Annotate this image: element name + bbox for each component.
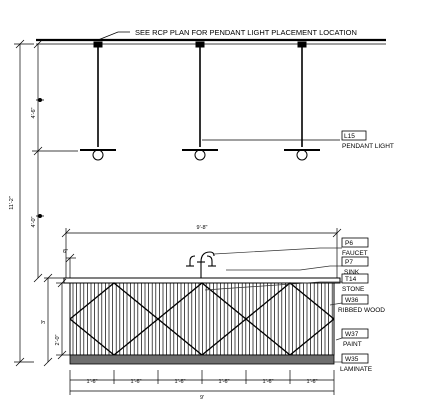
material-leaders [204,247,343,363]
svg-text:FAUCET: FAUCET [342,250,368,257]
pendant-light-2 [182,41,218,161]
dim-segment-3: 1'-6" [175,379,186,385]
bottom-dimensions [69,370,335,395]
faucet [186,251,216,278]
svg-text:PENDANT LIGHT: PENDANT LIGHT [342,143,394,150]
svg-text:L15: L15 [344,133,355,140]
dim-overall-height: 11'-2" [9,196,15,210]
tag-ribbed-wood: W36 RIBBED WOOD [338,294,385,314]
dim-counter-height: 3' [41,320,47,324]
svg-text:PAINT: PAINT [343,341,362,348]
tag-faucet: P6 FAUCET [341,237,369,257]
dim-segment-2: 1'-6" [131,379,142,385]
svg-text:STONE: STONE [342,286,365,293]
dim-segment-6: 1'-6" [307,379,318,385]
svg-text:RIBBED WOOD: RIBBED WOOD [338,307,385,314]
dim-segment-5: 1'-6" [263,379,274,385]
ribbed-wood-panel [69,282,335,356]
tag-sink: P7 SINK [341,256,369,276]
tag-pendant-light: L15 PENDANT LIGHT [341,130,394,150]
tag-laminate: W35 LAMINATE [340,353,373,373]
ceiling-note-leader [97,31,130,41]
laminate-base [69,354,335,365]
svg-text:W37: W37 [345,331,359,338]
ceiling [36,38,386,45]
dim-faucet-height: 6" [63,249,68,255]
left-dimensions [14,39,78,367]
svg-text:P6: P6 [345,240,353,247]
svg-text:T14: T14 [345,276,357,283]
light-fixture-symbols [36,98,44,218]
pendant-light-3 [284,41,320,161]
svg-text:W35: W35 [345,356,359,363]
tag-stone: T14 STONE [341,273,369,293]
svg-text:SINK: SINK [344,269,360,276]
tag-paint: W37 PAINT [341,328,369,348]
svg-text:W36: W36 [345,297,359,304]
dim-pendant-to-counter: 4'-0" [31,216,37,227]
dim-pendant-drop: 4'-6" [31,107,37,118]
dim-overall-width: 9' [200,395,204,401]
faucet-height-dimension [65,253,76,278]
dim-base-height: 2'-0" [55,334,61,345]
pendant-light-1 [80,41,116,161]
svg-text:LAMINATE: LAMINATE [340,366,373,373]
sink-width-dimension [61,228,342,278]
ceiling-note: SEE RCP PLAN FOR PENDANT LIGHT PLACEMENT… [135,28,357,37]
dim-segment-4: 1'-6" [219,379,230,385]
dim-sink-width: 9'-8" [197,225,208,231]
svg-text:P7: P7 [345,259,353,266]
dim-segment-1: 1'-6" [87,379,98,385]
